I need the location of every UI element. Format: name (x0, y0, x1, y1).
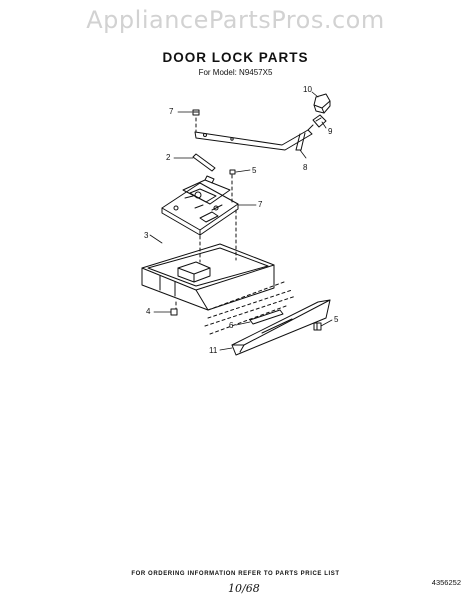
ordering-note: FOR ORDERING INFORMATION REFER TO PARTS … (131, 571, 340, 577)
part-7-screw-top (192, 109, 200, 116)
page-title: DOOR LOCK PARTS (162, 50, 309, 65)
model-subtitle: For Model: N9457X5 (198, 68, 273, 77)
part-8-lock-lever (194, 124, 314, 151)
part-2-link (192, 153, 216, 172)
callout-labels: 10 7 9 2 5 8 7 3 4 6 5 11 (144, 85, 339, 355)
callout-5-top: 5 (252, 166, 257, 175)
handwritten-note: 10/68 (228, 582, 260, 595)
document-part-number: 4356252 (431, 578, 461, 587)
part-5-screw-lower (313, 322, 322, 331)
callout-5-lower: 5 (334, 315, 339, 324)
part-3-housing (141, 243, 275, 311)
part-5-screw-top (229, 169, 236, 175)
watermark: AppliancePartsPros.com (86, 6, 385, 34)
callout-10: 10 (303, 85, 312, 94)
callout-4: 4 (146, 307, 151, 316)
callout-11: 11 (209, 346, 218, 355)
part-4-screw (170, 308, 178, 316)
part-6-strip (249, 309, 284, 325)
callout-2: 2 (166, 153, 171, 162)
callout-7: 7 (258, 200, 263, 209)
callout-6: 6 (229, 321, 234, 330)
callout-3: 3 (144, 231, 149, 240)
part-7-lock-bracket (161, 175, 239, 236)
assembly-lines (175, 117, 297, 335)
part-10-knob (313, 93, 331, 114)
part-11-trim (231, 299, 331, 356)
part-9-clip (312, 114, 327, 128)
leader-lines (149, 91, 333, 351)
callout-7-top: 7 (169, 107, 174, 116)
callout-9: 9 (328, 127, 333, 136)
callout-8: 8 (303, 163, 308, 172)
